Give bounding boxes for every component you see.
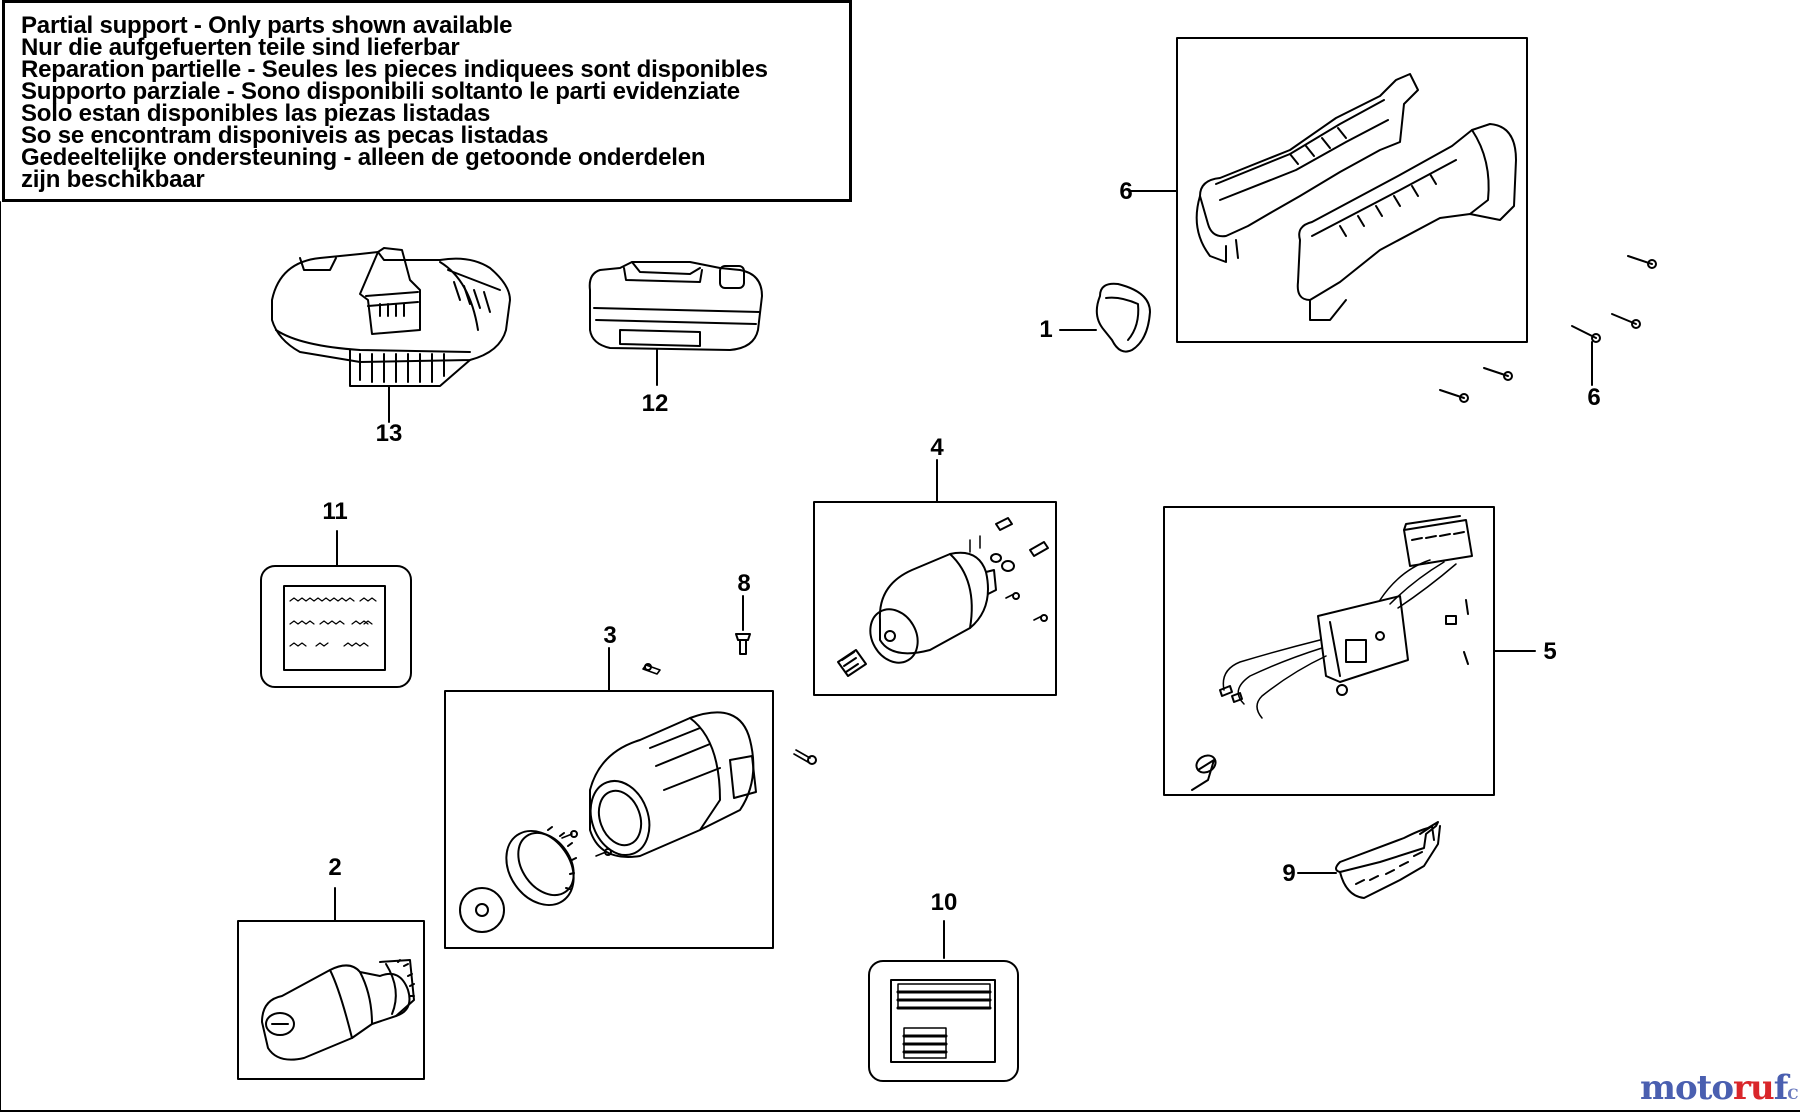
part-number-6-screws: 6 [1587, 384, 1601, 411]
part-number-1: 1 [1039, 316, 1053, 343]
notice-line-pt: So se encontram disponiveis as pecas lis… [21, 122, 549, 149]
notice-line-nl: Gedeeltelijke ondersteuning - alleen de … [21, 144, 706, 171]
part-number-3: 3 [603, 622, 617, 649]
notice-line-en: Partial support - Only parts shown avail… [21, 12, 513, 39]
notice-line-fr: Reparation partielle - Seules les pieces… [21, 56, 768, 83]
trigger-9-drawing [1297, 821, 1441, 899]
housing-halves-drawing [1130, 37, 1528, 343]
notice-line-nl-2: zijn beschikbaar [21, 166, 205, 193]
gear-housing-drawing [444, 647, 774, 949]
availability-notice: Partial support - Only parts shown avail… [2, 0, 852, 202]
ratchet-head-drawing [237, 887, 425, 1080]
part-number-13: 13 [375, 420, 403, 447]
part-number-9: 9 [1282, 860, 1296, 887]
battery-drawing [588, 261, 763, 386]
part-number-4: 4 [930, 434, 944, 461]
switch-wiring-drawing [1163, 506, 1536, 796]
part-number-6-top: 6 [1119, 178, 1133, 205]
charger-drawing [271, 247, 511, 423]
notice-line-it: Supporto parziale - Sono disponibili sol… [21, 78, 740, 105]
motor-drawing [813, 459, 1057, 696]
screws-6-drawing [1439, 255, 1657, 403]
screw-8-drawing [735, 595, 751, 655]
label-10-drawing [868, 920, 1019, 1082]
part-number-10: 10 [930, 889, 958, 916]
notice-line-es: Solo estan disponibles las piezas listad… [21, 100, 491, 127]
motoruf-logo: motorufC [1640, 1068, 1799, 1108]
clip-1-drawing [1059, 282, 1151, 353]
notice-line-de: Nur die aufgefuerten teile sind lieferba… [21, 34, 460, 61]
part-number-8: 8 [737, 570, 751, 597]
part-number-11: 11 [322, 498, 348, 525]
part-number-2: 2 [328, 854, 342, 881]
part-number-12: 12 [641, 390, 669, 417]
part-number-5: 5 [1543, 638, 1557, 665]
label-11-drawing [260, 530, 412, 688]
screw-drawing [793, 749, 817, 765]
